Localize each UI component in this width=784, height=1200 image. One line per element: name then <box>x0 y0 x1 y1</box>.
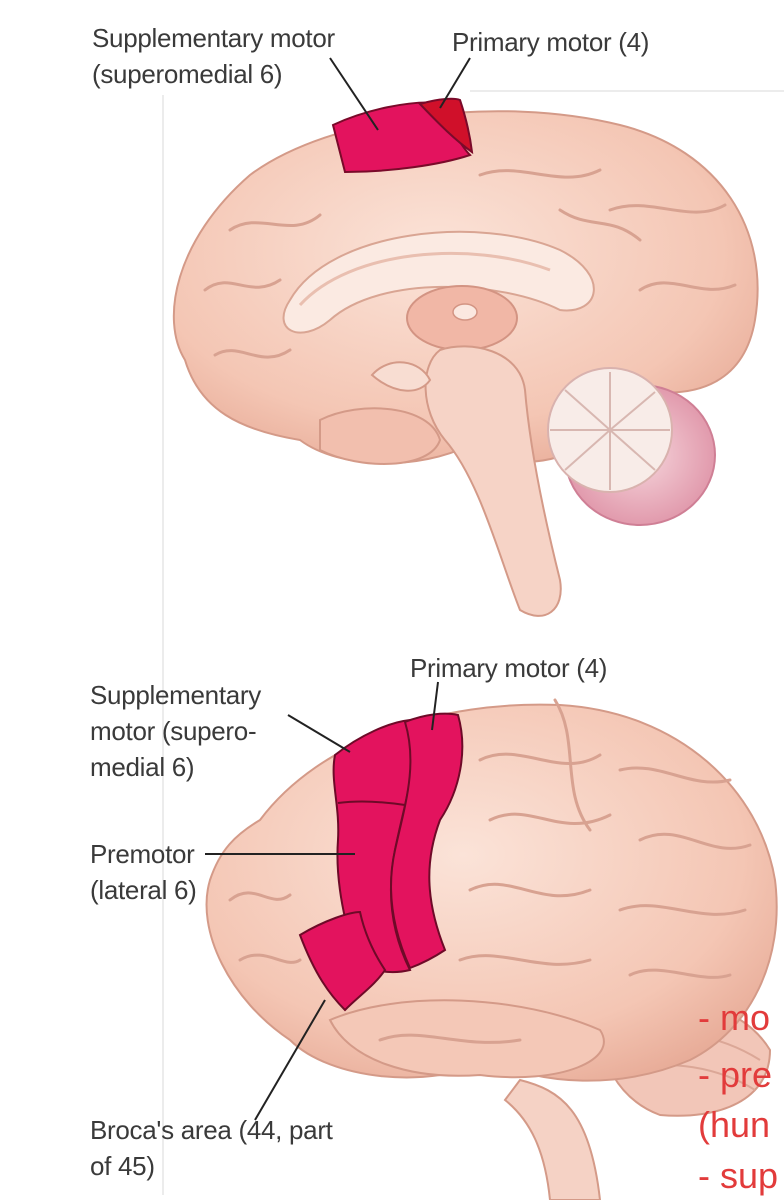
label-primary-motor-medial: Primary motor (4) <box>452 24 649 60</box>
label-line: of 45) <box>90 1151 155 1181</box>
side-note-4: - sup <box>698 1155 779 1196</box>
label-line: (lateral 6) <box>90 875 197 905</box>
side-note-2: - pre <box>698 1054 773 1095</box>
corpus-callosum <box>282 230 595 334</box>
brainstem-lateral <box>503 1078 602 1200</box>
label-line: Primary motor (4) <box>452 27 650 57</box>
label-line: Primary motor (4) <box>410 653 608 683</box>
label-supplementary-motor-lateral: Supplementary motor (supero- medial 6) <box>90 677 261 785</box>
side-note-3: (hun <box>698 1104 771 1145</box>
label-line: Premotor <box>90 839 195 869</box>
label-line: Supplementary motor <box>92 23 335 53</box>
label-line: Broca's area (44, part <box>90 1115 333 1145</box>
label-line: (superomedial 6) <box>92 59 283 89</box>
figure-border-left <box>162 95 164 1195</box>
figure-border-top <box>470 90 784 92</box>
label-line: medial 6) <box>90 752 195 782</box>
lateral-brain-view <box>205 681 778 1200</box>
broca-area <box>298 910 387 1012</box>
label-line: Supplementary <box>90 680 261 710</box>
label-primary-motor-lateral: Primary motor (4) <box>410 650 607 686</box>
brainstem <box>424 345 562 617</box>
label-broca-area: Broca's area (44, part of 45) <box>90 1112 333 1184</box>
primary-motor-area-lateral <box>390 712 464 970</box>
label-supplementary-motor-medial: Supplementary motor (superomedial 6) <box>92 20 335 92</box>
medial-brain-view <box>172 57 759 617</box>
label-line: motor (supero- <box>90 716 257 746</box>
side-note-1: - mo <box>698 997 770 1038</box>
label-premotor: Premotor (lateral 6) <box>90 836 197 908</box>
